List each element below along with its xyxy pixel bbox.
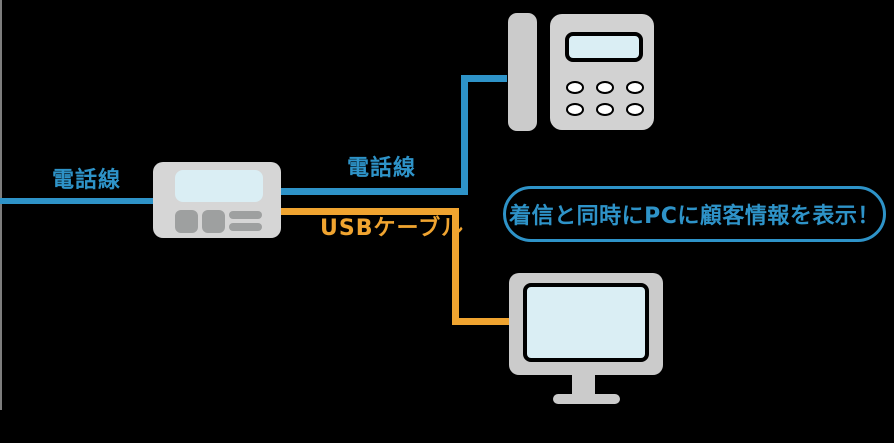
usb-cable-wire-horizontal <box>281 208 459 215</box>
callout-bubble: 着信と同時にPCに顧客情報を表示！ <box>503 186 886 242</box>
phone-line-wire-left <box>0 198 155 204</box>
telephone-display <box>565 32 643 62</box>
usb-cable-label: USBケーブル <box>320 216 465 241</box>
usb-cable-wire-to-monitor <box>452 318 509 325</box>
telephone-key <box>626 103 644 116</box>
phone-line-wire-right-horizontal <box>281 188 468 195</box>
adapter-device-icon <box>153 162 281 238</box>
monitor-stand-neck <box>572 373 595 399</box>
phone-line-wire-right-vertical <box>461 75 468 195</box>
telephone-handset-icon <box>508 13 537 131</box>
adapter-button-2 <box>202 210 225 233</box>
telephone-key <box>626 81 644 94</box>
phone-line-label-right: 電話線 <box>347 156 417 181</box>
usb-cable-wire-vertical <box>452 208 459 325</box>
telephone-key <box>596 81 614 94</box>
left-edge-line <box>0 0 2 410</box>
pc-monitor-icon <box>509 273 663 375</box>
telephone-key <box>566 81 584 94</box>
monitor-screen <box>523 283 649 362</box>
telephone-key <box>566 103 584 116</box>
telephone-icon <box>546 10 658 134</box>
phone-line-wire-to-handset <box>461 75 507 82</box>
monitor-stand-base <box>553 394 620 404</box>
adapter-display <box>175 170 263 202</box>
phone-line-label-left: 電話線 <box>52 168 122 193</box>
callout-text: 着信と同時にPCに顧客情報を表示！ <box>509 204 880 229</box>
telephone-key <box>596 103 614 116</box>
adapter-vent-bar-1 <box>229 211 262 219</box>
adapter-button-1 <box>175 210 198 233</box>
adapter-vent-bar-2 <box>229 223 262 231</box>
